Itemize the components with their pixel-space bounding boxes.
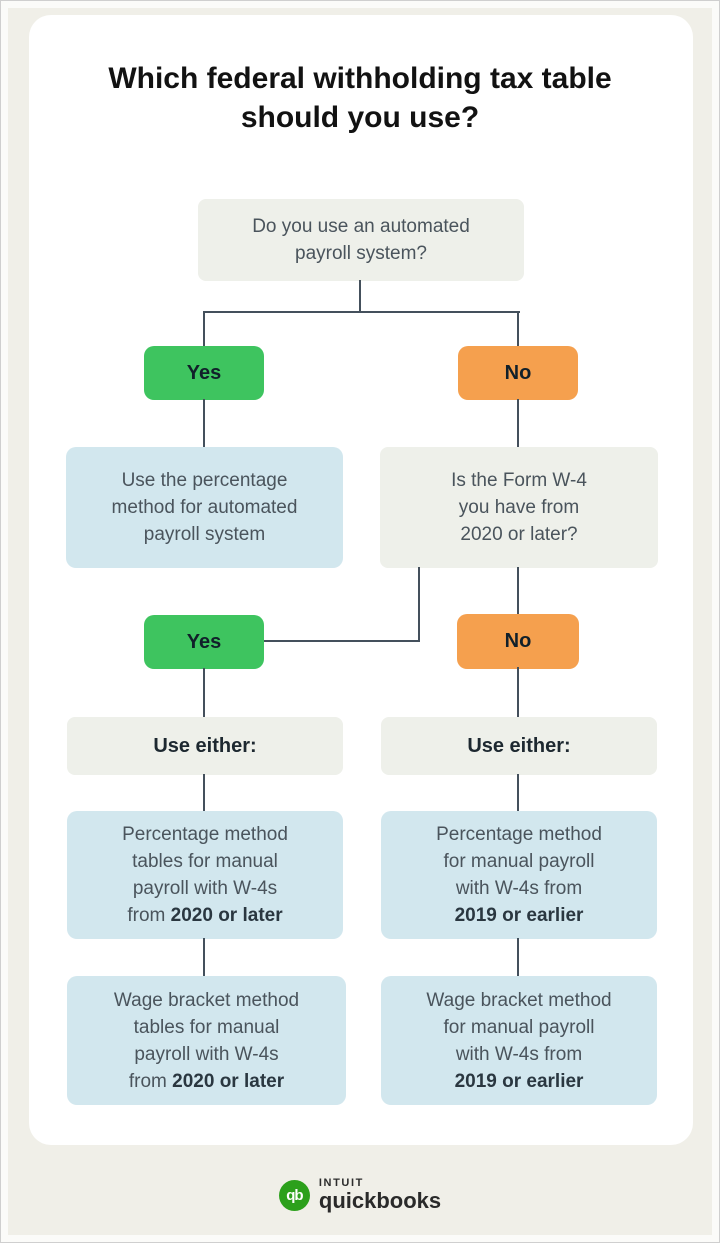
result-line-bold: 2019 or earlier: [454, 905, 584, 926]
result-line-text: from: [128, 1070, 173, 1092]
result-line: payroll system: [143, 524, 266, 545]
result-line-bold: 2019 or earlier: [454, 1070, 584, 1092]
connector-line: [517, 399, 519, 447]
question-w4-year: Is the Form W-4 you have from 2020 or la…: [380, 447, 658, 568]
yes-label: Yes: [186, 630, 222, 653]
connector-line: [203, 774, 205, 811]
connector-line: [517, 774, 519, 811]
use-either-label: Use either:: [153, 734, 257, 757]
connector-line: [418, 567, 420, 642]
yes-badge-2: Yes: [144, 615, 264, 669]
use-either-label: Use either:: [467, 734, 571, 757]
result-line: from 2020 or later: [127, 902, 282, 929]
result-percentage-manual-2020: Percentage method tables for manual payr…: [67, 811, 343, 939]
result-line: 2019 or earlier: [455, 902, 584, 929]
question-line: Is the Form W-4: [451, 470, 587, 491]
result-line: with W-4s from: [455, 878, 583, 899]
connector-line: [517, 667, 519, 717]
result-line-bold: 2020 or later: [172, 1070, 285, 1092]
brand-intuit: INTUIT: [318, 1177, 364, 1189]
result-line: with W-4s from: [455, 1043, 583, 1065]
connector-line: [263, 640, 420, 642]
result-line: payroll with W-4s: [132, 878, 278, 899]
use-either-right: Use either:: [381, 717, 657, 775]
result-percentage-manual-2019: Percentage method for manual payroll wit…: [381, 811, 657, 939]
connector-line: [359, 280, 361, 313]
result-line-bold: 2020 or later: [170, 905, 283, 926]
question-line: you have from: [458, 497, 580, 518]
connector-line: [203, 311, 520, 313]
result-automated-percentage: Use the percentage method for automated …: [66, 447, 343, 568]
brand-quickbooks: quickbooks: [318, 1188, 442, 1213]
qb-logo-icon: qb: [278, 1179, 310, 1211]
brand-wordmark: INTUIT quickbooks: [319, 1177, 441, 1213]
result-line: payroll with W-4s: [134, 1043, 279, 1065]
question-line: 2020 or later?: [460, 524, 578, 545]
no-badge-2: No: [457, 614, 579, 669]
quickbooks-logo: qb INTUIT quickbooks: [1, 1177, 719, 1213]
result-line: method for automated: [111, 497, 298, 518]
connector-line: [517, 567, 519, 614]
no-label: No: [504, 630, 532, 652]
result-line: Use the percentage: [121, 470, 288, 491]
result-line: Percentage method: [122, 824, 288, 845]
qb-logo-letters: qb: [286, 1186, 303, 1204]
result-line: tables for manual: [133, 1016, 280, 1038]
page-title-text: Which federal withholding tax table shou…: [108, 62, 612, 134]
use-either-left: Use either:: [67, 717, 343, 775]
connector-line: [203, 399, 205, 447]
result-line-text: from: [127, 905, 171, 926]
result-line: for manual payroll: [443, 851, 595, 872]
connector-line: [517, 938, 519, 976]
result-wage-bracket-2020: Wage bracket method tables for manual pa…: [67, 976, 346, 1105]
result-line: 2019 or earlier: [455, 1068, 584, 1095]
question-line: Do you use an automated: [252, 216, 470, 237]
result-line: Wage bracket method: [426, 989, 612, 1011]
question-line: payroll system?: [295, 243, 427, 264]
page-title: Which federal withholding tax table shou…: [1, 59, 719, 137]
connector-line: [203, 938, 205, 976]
result-line: tables for manual: [132, 851, 278, 872]
no-badge-1: No: [458, 346, 578, 400]
connector-line: [203, 668, 205, 717]
result-line: Percentage method: [436, 824, 602, 845]
question-automated-payroll: Do you use an automated payroll system?: [198, 199, 524, 281]
no-label: No: [504, 361, 532, 384]
yes-label: Yes: [186, 361, 222, 384]
result-wage-bracket-2019: Wage bracket method for manual payroll w…: [381, 976, 657, 1105]
connector-line: [517, 311, 519, 347]
result-line: Wage bracket method: [113, 989, 300, 1011]
yes-badge-1: Yes: [144, 346, 264, 400]
result-line: for manual payroll: [443, 1016, 595, 1038]
connector-line: [203, 311, 205, 347]
result-line: from 2020 or later: [129, 1068, 284, 1095]
